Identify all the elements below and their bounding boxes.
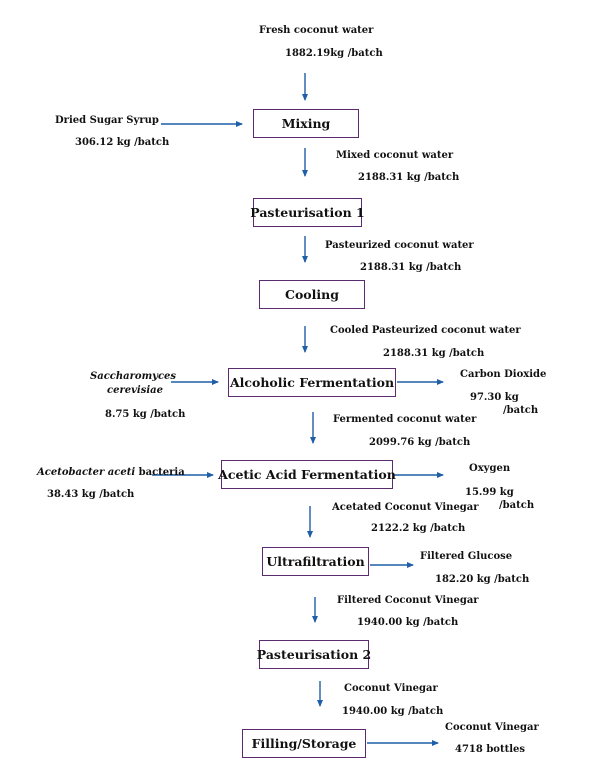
stream-filtered-vinegar-label: Filtered Coconut Vinegar (337, 595, 479, 606)
step-pasteurisation-1-box: Pasteurisation 1 (250, 198, 365, 227)
bacteria-label-rest: bacteria (135, 467, 185, 478)
step-pasteurisation-2-box: Pasteurisation 2 (257, 640, 371, 669)
yeast-label-line1: Saccharomyces (90, 371, 177, 382)
yeast-amount: 8.75 kg /batch (105, 409, 186, 420)
yeast-label-line2: cerevisiae (107, 385, 163, 396)
filtered-glucose-label: Filtered Glucose (420, 551, 513, 562)
stream-acetated-amount: 2122.2 kg /batch (371, 523, 466, 534)
oxygen-amount: 15.99 kg (465, 487, 514, 498)
stream-cooled-label: Cooled Pasteurized coconut water (330, 325, 521, 336)
step-mixing-box: Mixing (253, 109, 359, 138)
bacteria-label-italic: Acetobacter aceti (37, 467, 136, 478)
stream-cooled-amount: 2188.31 kg /batch (383, 348, 485, 359)
oxygen-unit: /batch (499, 500, 535, 511)
carbon-dioxide-unit: /batch (503, 405, 539, 416)
stream-pasteurized-amount: 2188.31 kg /batch (360, 262, 462, 273)
step-acetic-acid-fermentation-box: Acetic Acid Fermentation (218, 460, 396, 489)
stream-fermented-amount: 2099.76 kg /batch (369, 437, 471, 448)
dried-sugar-syrup-amount: 306.12 kg /batch (75, 137, 170, 148)
final-product-label: Coconut Vinegar (445, 722, 539, 733)
stream-fermented-label: Fermented coconut water (333, 414, 477, 425)
fresh-coconut-water-amount: 1882.19kg /batch (285, 48, 383, 59)
step-alcoholic-fermentation-box: Alcoholic Fermentation (228, 368, 396, 397)
stream-coconut-vinegar-label: Coconut Vinegar (344, 683, 438, 694)
stream-mixed-label: Mixed coconut water (336, 150, 454, 161)
step-filling-storage-box: Filling/Storage (242, 729, 366, 758)
filtered-glucose-amount: 182.20 kg /batch (435, 574, 530, 585)
bacteria-amount: 38.43 kg /batch (47, 489, 135, 500)
fresh-coconut-water-label: Fresh coconut water (259, 25, 374, 36)
carbon-dioxide-amount: 97.30 kg (470, 392, 519, 403)
final-product-amount: 4718 bottles (455, 744, 526, 755)
step-ultrafiltration-box: Ultrafiltration (262, 547, 369, 576)
stream-coconut-vinegar-amount: 1940.00 kg /batch (342, 706, 444, 717)
stream-mixed-amount: 2188.31 kg /batch (358, 172, 460, 183)
stream-filtered-vinegar-amount: 1940.00 kg /batch (357, 617, 459, 628)
stream-pasteurized-label: Pasteurized coconut water (325, 240, 474, 251)
oxygen-label: Oxygen (469, 463, 511, 474)
carbon-dioxide-label: Carbon Dioxide (460, 369, 547, 380)
step-cooling-box: Cooling (259, 280, 365, 309)
stream-acetated-label: Acetated Coconut Vinegar (332, 502, 479, 513)
dried-sugar-syrup-label: Dried Sugar Syrup (55, 115, 159, 126)
bacteria-label: Acetobacter aceti bacteria (37, 467, 185, 479)
